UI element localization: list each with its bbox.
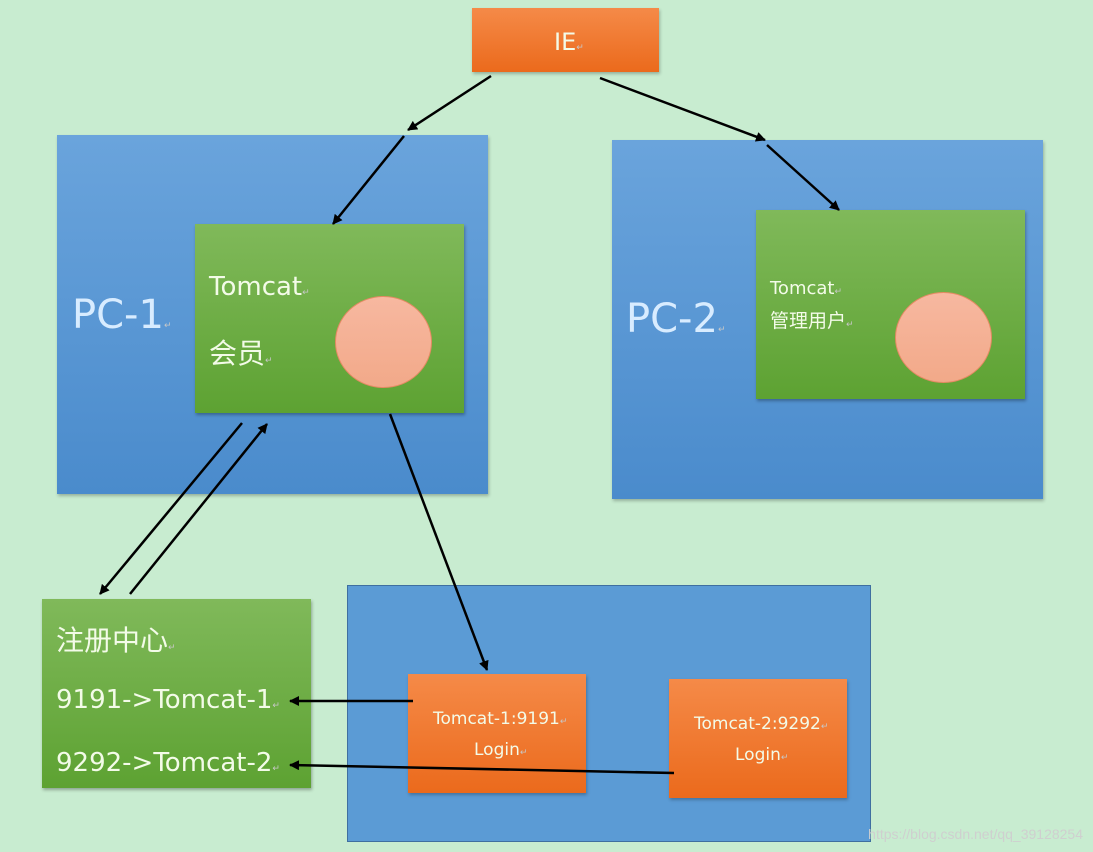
tomcat2-subtitle: Login bbox=[735, 745, 781, 765]
arrow-ie-to-pc2 bbox=[599, 76, 766, 142]
pc1-tomcat-node: Tomcat↵ 会员↵ bbox=[195, 224, 464, 413]
registry-node: 注册中心↵ 9191->Tomcat-1↵ 9292->Tomcat-2↵ bbox=[42, 599, 311, 788]
arrow-ie-to-pc1 bbox=[407, 74, 492, 132]
arrow-tomcat-to-login bbox=[388, 413, 489, 671]
pc2-label: PC-2 bbox=[626, 296, 718, 342]
arrow-pc2-to-tomcat bbox=[766, 144, 840, 211]
pc1-session-circle bbox=[335, 296, 432, 388]
pc1-tomcat-title: Tomcat bbox=[209, 272, 303, 302]
registry-entry: 9292->Tomcat-2 bbox=[56, 748, 273, 778]
ie-node: IE↵ bbox=[472, 8, 659, 72]
arrow-tomcat2-to-registry bbox=[289, 760, 675, 775]
arrow-tomcat-to-registry bbox=[99, 422, 243, 595]
arrow-registry-to-tomcat bbox=[129, 423, 268, 595]
registry-title: 注册中心 bbox=[56, 624, 169, 657]
pc2-tomcat-title: Tomcat bbox=[770, 278, 835, 299]
tomcat1-login-node: Tomcat-1:9191↵ Login↵ bbox=[408, 674, 586, 793]
tomcat2-login-node: Tomcat-2:9292↵ Login↵ bbox=[669, 679, 847, 798]
registry-entry: 9191->Tomcat-1 bbox=[56, 685, 273, 715]
pc2-tomcat-subtitle: 管理用户 bbox=[770, 310, 847, 332]
pc1-label: PC-1 bbox=[72, 292, 164, 338]
tomcat1-title: Tomcat-1:9191 bbox=[433, 709, 560, 729]
ie-label: IE bbox=[554, 28, 577, 56]
arrow-pc1-to-tomcat bbox=[332, 135, 405, 225]
pc2-tomcat-node: Tomcat↵ 管理用户↵ bbox=[756, 210, 1025, 399]
tomcat2-title: Tomcat-2:9292 bbox=[694, 714, 821, 734]
tomcat1-subtitle: Login bbox=[474, 740, 520, 760]
watermark: https://blog.csdn.net/qq_39128254 bbox=[868, 826, 1083, 842]
pc2-session-circle bbox=[895, 292, 992, 383]
pc1-tomcat-subtitle: 会员 bbox=[209, 337, 266, 370]
